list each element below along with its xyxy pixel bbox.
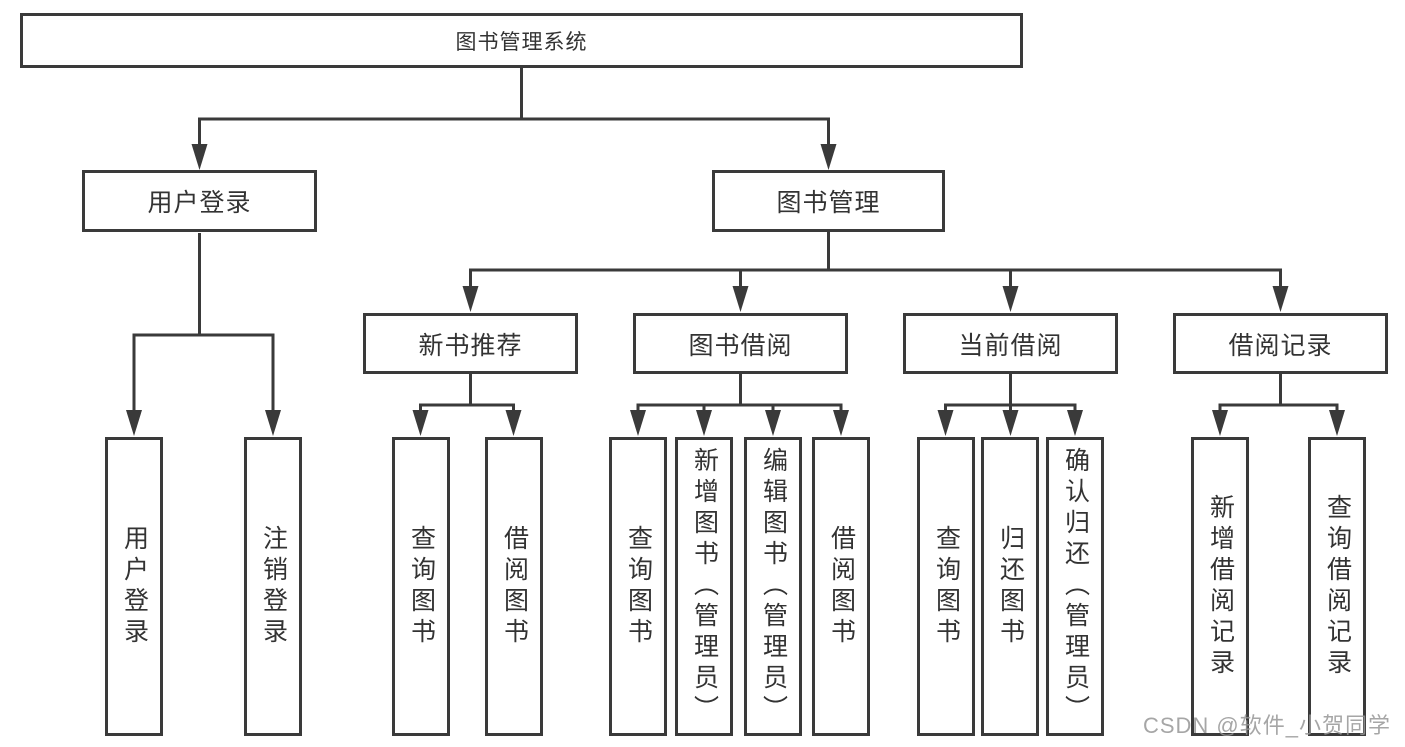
leaf-borrow-books: 借阅图书 bbox=[812, 437, 870, 736]
node-user-login: 用户登录 bbox=[82, 170, 317, 232]
node-root-system: 图书管理系统 bbox=[20, 13, 1023, 68]
leaf-query-books: 查询图书 bbox=[917, 437, 975, 736]
leaf-label: 新增图书（管理员） bbox=[690, 447, 719, 726]
leaf-label: 查询图书 bbox=[407, 524, 436, 649]
leaf-logout: 注销登录 bbox=[244, 437, 302, 736]
leaf-query-borrow-record: 查询借阅记录 bbox=[1308, 437, 1366, 736]
node-current-borrow: 当前借阅 bbox=[903, 313, 1118, 374]
leaf-label: 用户登录 bbox=[120, 524, 149, 649]
leaf-add-borrow-record: 新增借阅记录 bbox=[1191, 437, 1249, 736]
leaf-label: 注销登录 bbox=[259, 524, 288, 649]
leaf-query-books: 查询图书 bbox=[392, 437, 450, 736]
node-book-borrow: 图书借阅 bbox=[633, 313, 848, 374]
leaf-query-books: 查询图书 bbox=[609, 437, 667, 736]
connector-book-mgmt-sections bbox=[462, 232, 1289, 312]
leaf-label: 查询图书 bbox=[932, 524, 961, 649]
leaf-borrow-books: 借阅图书 bbox=[485, 437, 543, 736]
leaf-edit-book-admin: 编辑图书（管理员） bbox=[744, 437, 802, 736]
connector-current-borrow-children bbox=[937, 374, 1083, 436]
connector-book-borrow-children bbox=[630, 374, 849, 436]
leaf-label: 借阅图书 bbox=[500, 524, 529, 649]
leaf-label: 借阅图书 bbox=[827, 524, 856, 649]
leaf-return-book: 归还图书 bbox=[981, 437, 1039, 736]
node-borrow-records: 借阅记录 bbox=[1173, 313, 1388, 374]
leaf-label: 查询借阅记录 bbox=[1323, 493, 1352, 680]
connector-root-to-level2 bbox=[191, 68, 837, 170]
leaf-label: 新增借阅记录 bbox=[1206, 493, 1235, 680]
leaf-label: 归还图书 bbox=[996, 524, 1025, 649]
leaf-confirm-return-admin: 确认归还（管理员） bbox=[1046, 437, 1104, 736]
connector-borrow-records-children bbox=[1212, 374, 1345, 436]
leaf-label: 确认归还（管理员） bbox=[1061, 447, 1090, 726]
leaf-user-login: 用户登录 bbox=[105, 437, 163, 736]
connector-new-book-children bbox=[412, 374, 522, 436]
leaf-label: 编辑图书（管理员） bbox=[759, 447, 788, 726]
leaf-add-book-admin: 新增图书（管理员） bbox=[675, 437, 733, 736]
leaf-label: 查询图书 bbox=[624, 524, 653, 649]
connector-user-login-children bbox=[126, 233, 281, 436]
node-new-book-recommend: 新书推荐 bbox=[363, 313, 578, 374]
node-book-management: 图书管理 bbox=[712, 170, 945, 232]
csdn-watermark: CSDN @软件_小贺同学 bbox=[1142, 713, 1391, 738]
